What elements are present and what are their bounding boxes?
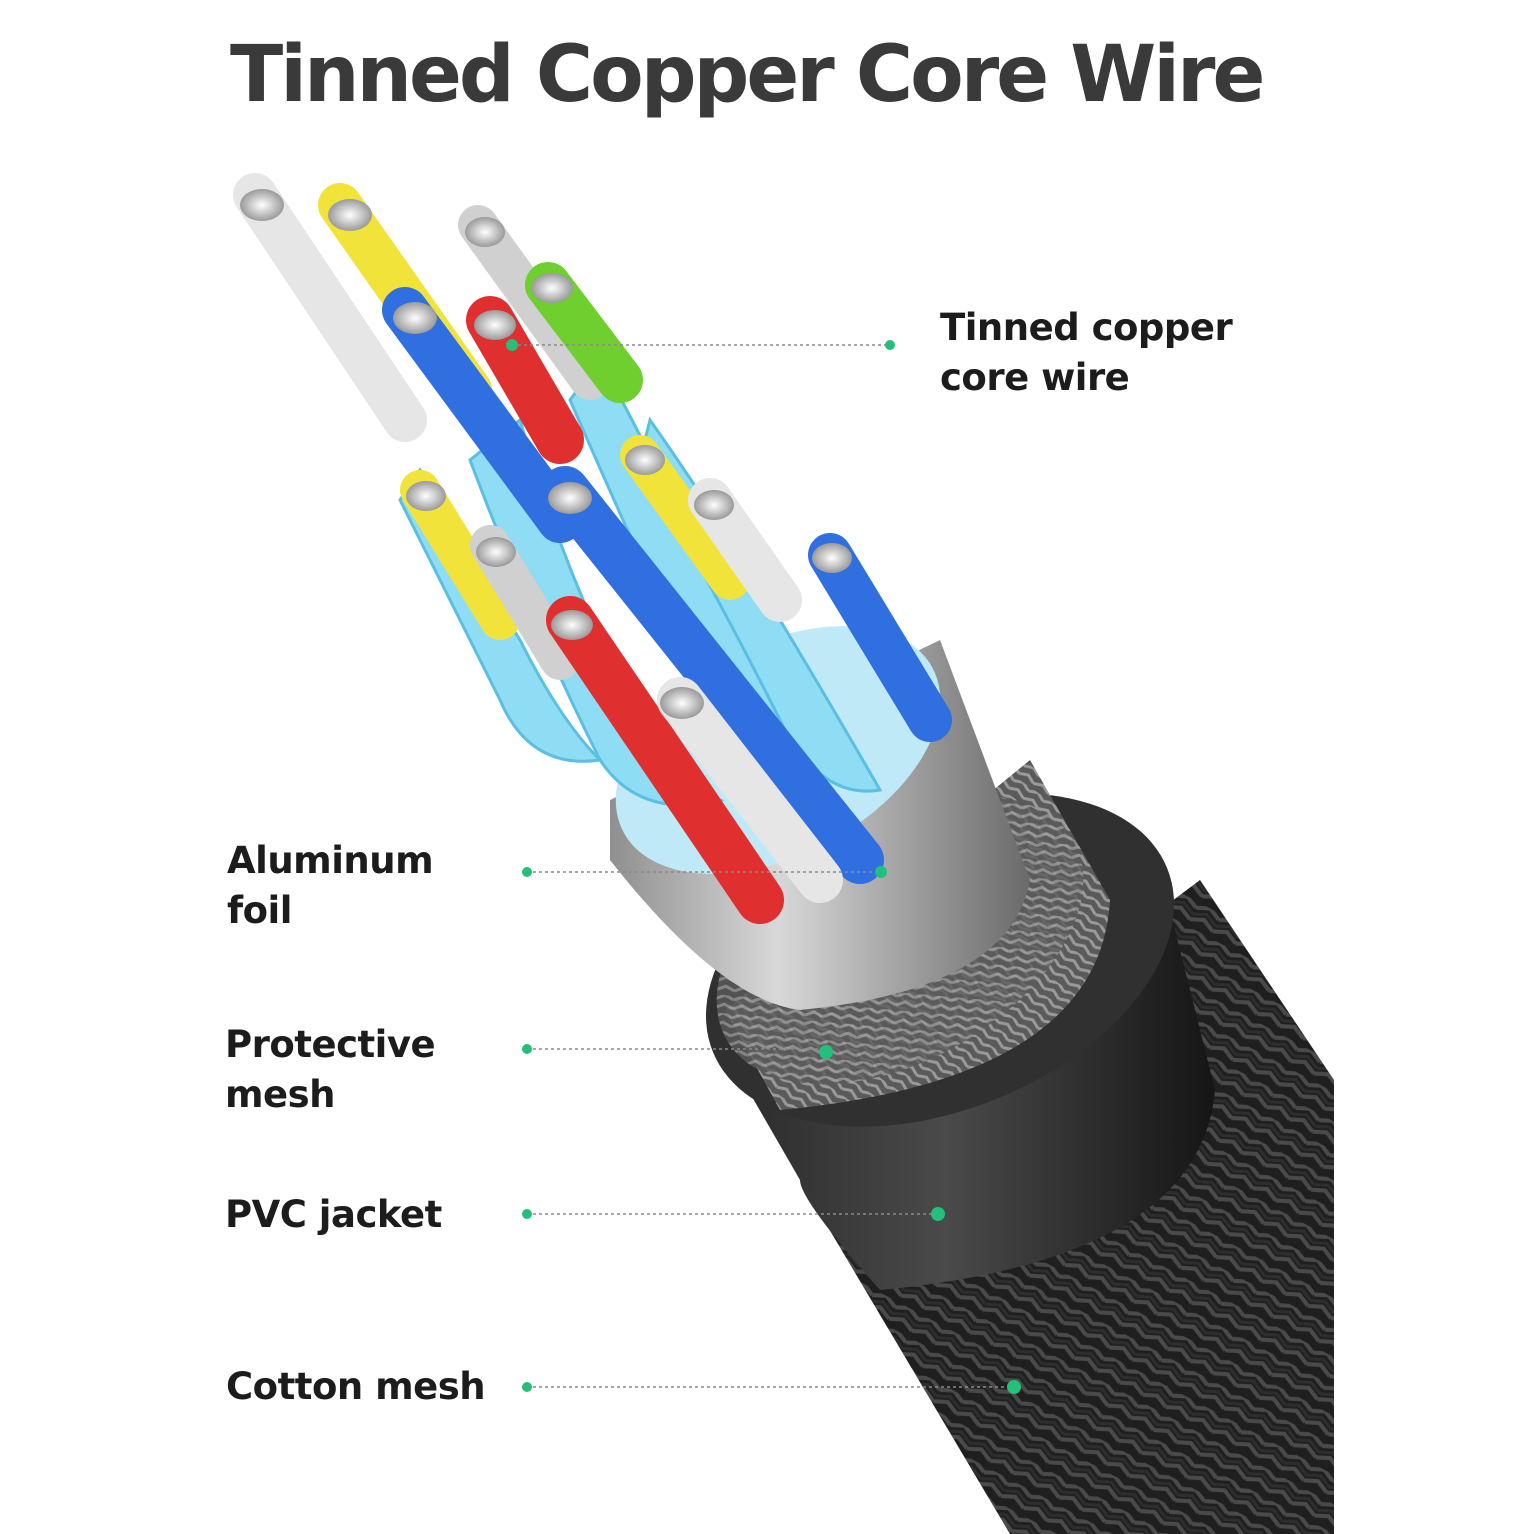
label-line: foil bbox=[227, 889, 292, 932]
label-tinned-copper-core-wire: Tinned copper core wire bbox=[940, 303, 1233, 403]
label-line: mesh bbox=[225, 1073, 336, 1116]
wire-white-bottom bbox=[657, 677, 843, 903]
wire-green bbox=[525, 262, 643, 403]
wire-yellow-mid bbox=[400, 470, 520, 640]
label-pvc-jacket: PVC jacket bbox=[225, 1190, 442, 1240]
dot-pvc-end bbox=[931, 1207, 945, 1221]
callout-dots bbox=[506, 339, 1021, 1394]
label-line: Protective bbox=[225, 1023, 436, 1066]
label-cotton-mesh: Cotton mesh bbox=[226, 1362, 486, 1412]
wire-white-right bbox=[688, 478, 802, 622]
dot-mesh-start bbox=[522, 1044, 532, 1054]
callouts bbox=[512, 344, 1014, 1388]
dot-cotton-end bbox=[1007, 1380, 1021, 1394]
wire-blue-top bbox=[382, 287, 583, 543]
wire-gray-mid bbox=[470, 525, 580, 680]
wire-red-bottom bbox=[546, 596, 784, 924]
dot-aluminum-start bbox=[522, 867, 532, 877]
wire-blue-center bbox=[541, 466, 884, 884]
label-protective-mesh: Protective mesh bbox=[225, 1020, 436, 1120]
dot-cotton-start bbox=[522, 1382, 532, 1392]
label-line: PVC jacket bbox=[225, 1193, 442, 1236]
label-line: Aluminum bbox=[227, 839, 434, 882]
label-line: Cotton mesh bbox=[226, 1365, 486, 1408]
dot-tinned-copper-start bbox=[506, 339, 518, 351]
dot-pvc-start bbox=[522, 1209, 532, 1219]
label-line: Tinned copper bbox=[940, 306, 1233, 349]
label-aluminum-foil: Aluminum foil bbox=[227, 836, 434, 936]
wire-blue-right bbox=[808, 533, 952, 742]
wire-red-top bbox=[466, 296, 584, 464]
dot-aluminum-end bbox=[875, 866, 887, 878]
dot-tinned-copper-end bbox=[885, 340, 895, 350]
wire-white bbox=[233, 173, 427, 442]
wire-yellow-right bbox=[620, 435, 750, 600]
label-line: core wire bbox=[940, 356, 1130, 399]
page-title: Tinned Copper Core Wire bbox=[230, 30, 1265, 120]
core-wires bbox=[233, 173, 952, 924]
dot-mesh-end bbox=[819, 1045, 833, 1059]
